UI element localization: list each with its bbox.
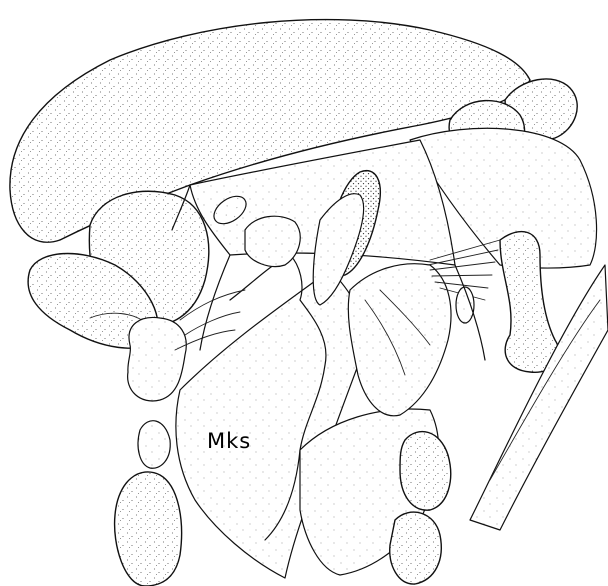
bottom-left-small-lobe	[138, 421, 170, 469]
frilled-collar	[245, 216, 300, 266]
left-knob	[128, 317, 187, 400]
right-folded-structure	[348, 264, 451, 416]
label-mks: Mks	[207, 429, 251, 453]
vertical-oval	[456, 287, 474, 323]
bottom-right-lower-lobe	[390, 512, 442, 584]
bottom-left-lobe	[115, 472, 182, 586]
bottom-right-lobe	[400, 432, 451, 511]
